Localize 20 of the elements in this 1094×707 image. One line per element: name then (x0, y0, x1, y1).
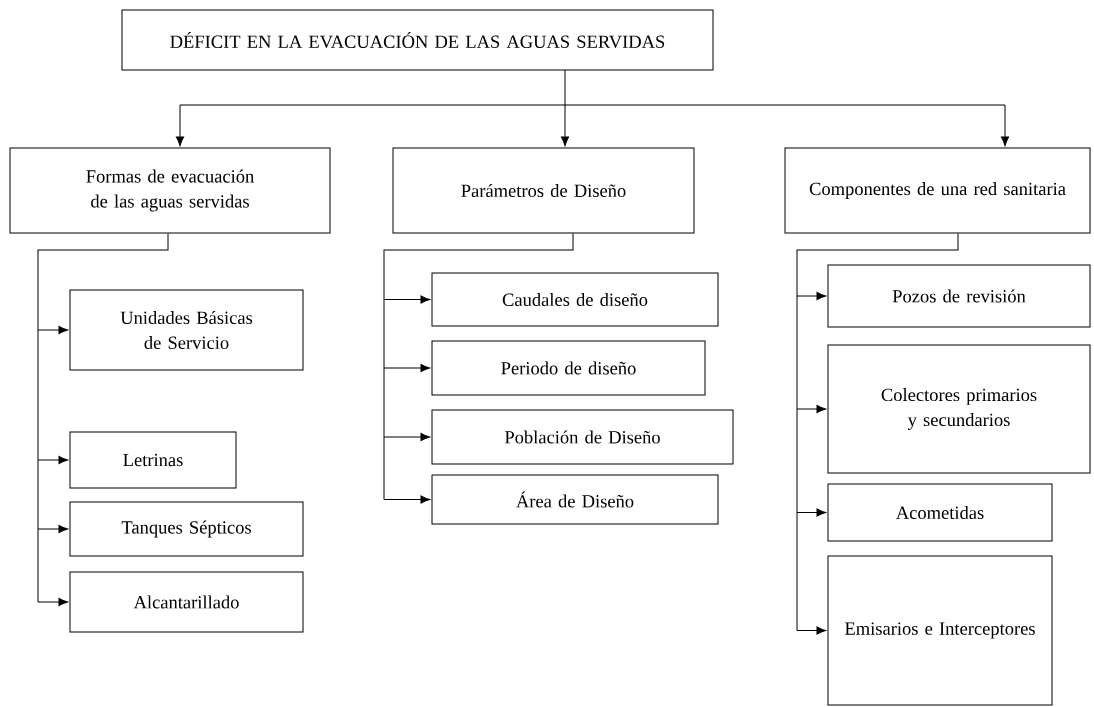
box: Unidades Básicas de Servicio (69, 289, 304, 371)
connector (175, 69, 1010, 147)
box: Letrinas (69, 431, 237, 489)
box: Emisarios e Interceptores (827, 555, 1053, 706)
connector (37, 233, 169, 607)
box: Formas de evacuación de las aguas servidas (9, 147, 331, 234)
title-box: DÉFICIT EN LA EVACUACIÓN DE LAS AGUAS SERVIDAS (121, 9, 714, 71)
box: Acometidas (827, 483, 1053, 542)
connector (383, 233, 574, 504)
box: Componentes de una red sanitaria (784, 147, 1091, 234)
box: Caudales de diseño (431, 272, 719, 327)
box: Pozos de revisión (827, 264, 1091, 328)
box: Periodo de diseño (431, 340, 706, 396)
box: Población de Diseño (431, 409, 734, 465)
box: Colectores primarios y secundarios (827, 344, 1091, 474)
box: Tanques Sépticos (69, 501, 304, 557)
box: Alcantarillado (69, 571, 304, 633)
connector (796, 233, 959, 635)
box: Parámetros de Diseño (392, 147, 695, 234)
box: Área de Diseño (431, 474, 719, 525)
